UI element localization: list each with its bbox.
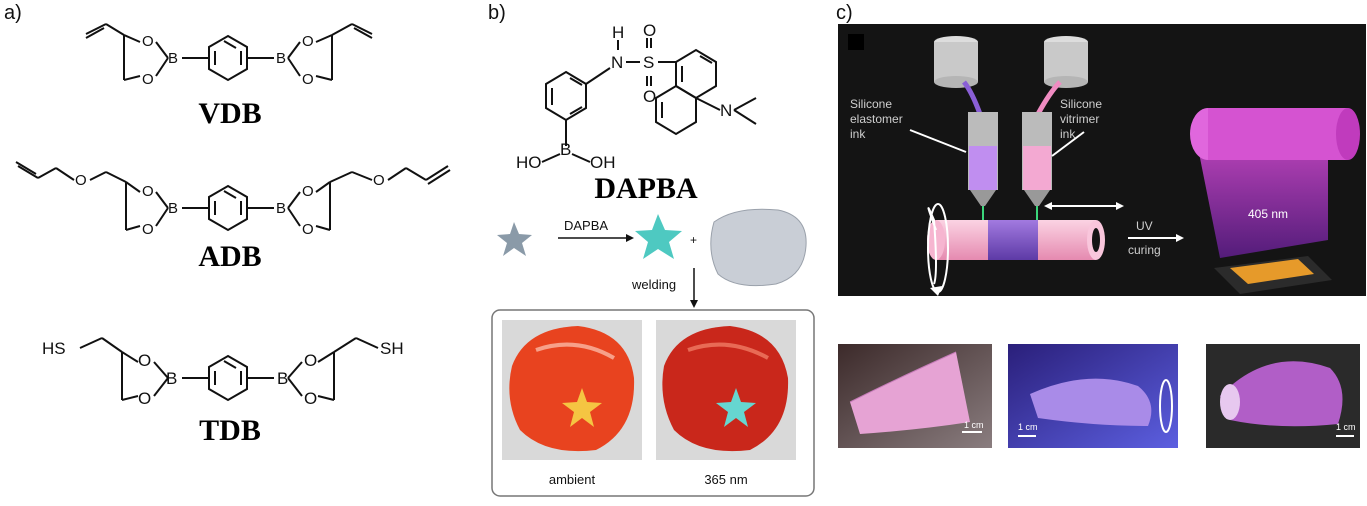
dapba-b: B (560, 140, 571, 159)
adb-o-ether1: O (75, 172, 87, 189)
uv-label-line2: curing (1128, 243, 1161, 257)
adb-o4: O (302, 221, 314, 238)
vdb-label: VDB (198, 97, 261, 130)
reaction-arrow-head (626, 234, 634, 242)
star-grey (497, 222, 532, 256)
vitrimer-label-line2: vitrimer (1060, 112, 1099, 126)
photo-pink-sheet: 1 cm (838, 344, 992, 448)
vitrimer-syringe (1022, 112, 1052, 222)
adb-label: ADB (198, 240, 261, 273)
tdb-atoms: HS O O B B O O SH (42, 339, 404, 408)
elastomer-stream (962, 80, 983, 115)
vitrimer-pointer (1051, 131, 1085, 157)
tdb-o2: O (138, 389, 151, 408)
uv-wavelength: 405 nm (1248, 207, 1288, 221)
adb-structure (15, 161, 451, 231)
welding-label: welding (631, 277, 676, 292)
photo-ambient (502, 320, 642, 460)
scale-bar-3: 1 cm (1336, 422, 1356, 432)
vdb-o4: O (302, 71, 314, 88)
tdb-label: TDB (199, 414, 261, 447)
vdb-b2: B (276, 50, 286, 67)
adb-b1: B (168, 200, 178, 217)
vdb-b1: B (168, 50, 178, 67)
adb-b2: B (276, 200, 286, 217)
elastomer-syringe (968, 112, 998, 222)
vdb-o1: O (142, 33, 154, 50)
panel-label-c: c) (836, 2, 853, 24)
translation-arrow-left (1044, 202, 1052, 210)
tdb-hs: HS (42, 339, 66, 358)
vitrimer-reservoir (1044, 36, 1088, 88)
rotation-arrow (927, 207, 937, 285)
panel-label-a: a) (4, 2, 22, 24)
panel-a-structures: O O B B O O VDB O O O (15, 23, 451, 447)
dapba-h: H (612, 23, 624, 42)
elastomer-label-line2: elastomer (850, 112, 903, 126)
adb-o-ether2: O (373, 172, 385, 189)
vitrimer-stream (1035, 80, 1062, 116)
welding-arrow-head (690, 300, 698, 308)
vdb-o2: O (142, 71, 154, 88)
dapba-label: DAPBA (594, 172, 698, 205)
vdb-structure (85, 23, 373, 81)
tdb-structure (79, 337, 379, 401)
reaction-arrow-label: DAPBA (564, 218, 608, 233)
elastomer-label: Silicone elastomer ink (850, 97, 903, 141)
dapba-o-bottom: O (643, 87, 656, 106)
tdb-o4: O (304, 389, 317, 408)
elastomer-reservoir (934, 36, 978, 88)
dapba-o-top: O (643, 21, 656, 40)
tdb-o3: O (304, 351, 317, 370)
tdb-b2: B (277, 369, 288, 388)
panel-label-b: b) (488, 2, 506, 24)
vitrimer-label-line3: ink (1060, 127, 1076, 141)
elastomer-label-line3: ink (850, 127, 866, 141)
dapba-structure (541, 38, 757, 163)
vdb-atoms: O O B B O O (142, 33, 314, 88)
adb-atoms: O O O B B O O O (75, 172, 385, 238)
photo-365nm (656, 320, 796, 460)
dapba-ho: HO (516, 153, 542, 172)
dapba-atoms: H N S O O N B HO OH (516, 21, 732, 172)
printed-tube (927, 220, 1105, 260)
tdb-b1: B (166, 369, 177, 388)
panel-c: Silicone elastomer ink Silicone vitrimer… (838, 24, 1366, 448)
elastomer-label-line1: Silicone (850, 97, 892, 111)
vitrimer-label: Silicone vitrimer ink (1060, 97, 1102, 141)
adb-o1: O (142, 183, 154, 200)
caption-365nm: 365 nm (704, 472, 747, 487)
scale-bar-1: 1 cm (964, 420, 984, 430)
dapba-s: S (643, 53, 654, 72)
dapba-n-dimethyl: N (720, 101, 732, 120)
vitrimer-label-line1: Silicone (1060, 97, 1102, 111)
dapba-n: N (611, 53, 623, 72)
photo-uv-sheet: 1 cm (1008, 344, 1178, 448)
elastomer-pointer (909, 129, 967, 153)
dapba-oh: OH (590, 153, 616, 172)
photo-curved-shell: 1 cm (1206, 344, 1360, 448)
vdb-o3: O (302, 33, 314, 50)
uv-lamp (1190, 108, 1360, 294)
scale-bar-2: 1 cm (1018, 422, 1038, 432)
silicone-lump (710, 208, 807, 287)
star-teal (635, 214, 682, 259)
caption-ambient: ambient (549, 472, 596, 487)
plus-sign: + (690, 233, 697, 247)
corner-mark (848, 34, 864, 50)
adb-o2: O (142, 221, 154, 238)
tdb-sh: SH (380, 339, 404, 358)
tdb-o1: O (138, 351, 151, 370)
uv-arrow-head (1176, 234, 1184, 242)
panel-b: H N S O O N B HO OH DAPBA DAPBA + weldin… (491, 21, 815, 497)
rotation-arrow-head (930, 286, 942, 296)
translation-arrow-right (1116, 202, 1124, 210)
adb-o3: O (302, 183, 314, 200)
uv-label-line1: UV (1136, 219, 1153, 233)
